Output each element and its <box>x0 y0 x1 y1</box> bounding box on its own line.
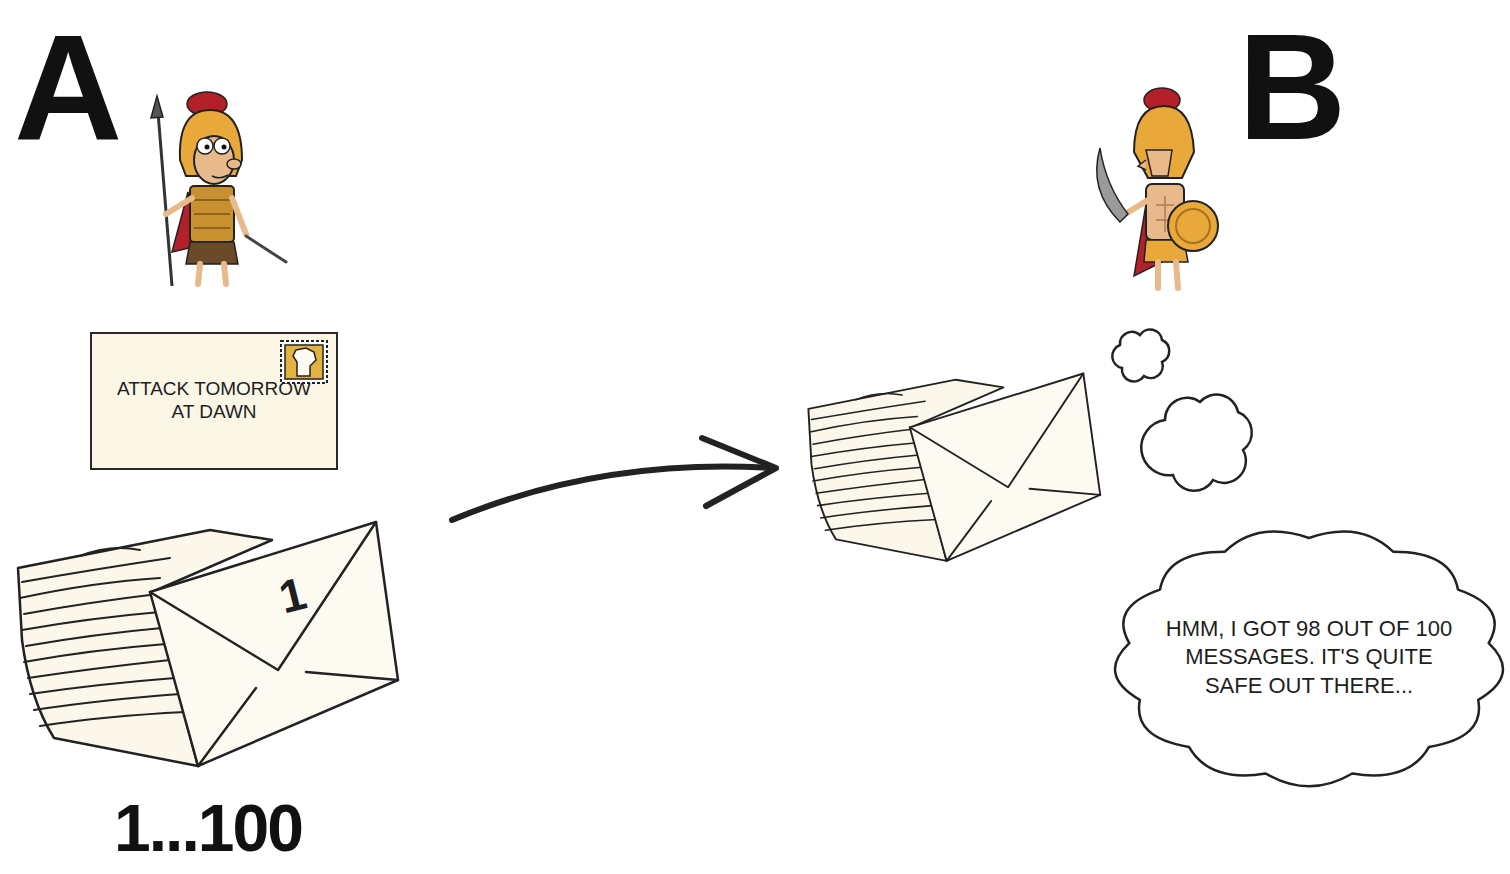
message-card: ATTACK TOMORROW AT DAWN <box>90 332 338 470</box>
arm <box>232 198 246 234</box>
eye <box>197 138 213 154</box>
position-letter: B <box>1238 12 1346 162</box>
thought-bubble <box>1141 395 1252 491</box>
received-stack <box>808 374 1100 561</box>
nose <box>227 159 241 169</box>
arm <box>166 198 192 214</box>
legs <box>1158 262 1178 288</box>
legs <box>198 264 226 284</box>
stamp <box>281 341 327 383</box>
spear <box>158 112 172 286</box>
face <box>1146 150 1172 176</box>
message-count: 1...100 <box>114 795 302 861</box>
pupil <box>222 145 227 150</box>
position-letter: A <box>14 12 122 162</box>
cloud-shape <box>1115 532 1503 787</box>
thought-bubble <box>1112 329 1169 381</box>
soldier-a <box>151 92 286 286</box>
sword <box>246 236 286 262</box>
pupil <box>205 145 210 150</box>
thought-cloud: HMM, I GOT 98 OUT OF 100 MESSAGES. IT'S … <box>1110 520 1508 795</box>
spear-tip <box>151 96 163 118</box>
soldier-b <box>1097 88 1218 288</box>
helmet <box>1134 106 1194 178</box>
shield-rim <box>1176 209 1210 243</box>
stack-outline <box>10 520 400 770</box>
envelope-stack: 1 <box>10 520 400 770</box>
nose <box>1138 160 1146 170</box>
sword <box>1097 148 1128 222</box>
armor-lines <box>194 200 230 228</box>
arrow-head <box>702 438 776 506</box>
shield <box>1168 201 1218 251</box>
stack-shape <box>18 522 398 766</box>
armor <box>190 186 234 242</box>
eye <box>214 138 230 154</box>
message-text: ATTACK TOMORROW AT DAWN <box>104 378 324 424</box>
mouth <box>212 175 228 178</box>
face <box>194 136 234 184</box>
thought-text: HMM, I GOT 98 OUT OF 100 MESSAGES. IT'S … <box>1154 615 1464 699</box>
skirt <box>186 242 238 264</box>
